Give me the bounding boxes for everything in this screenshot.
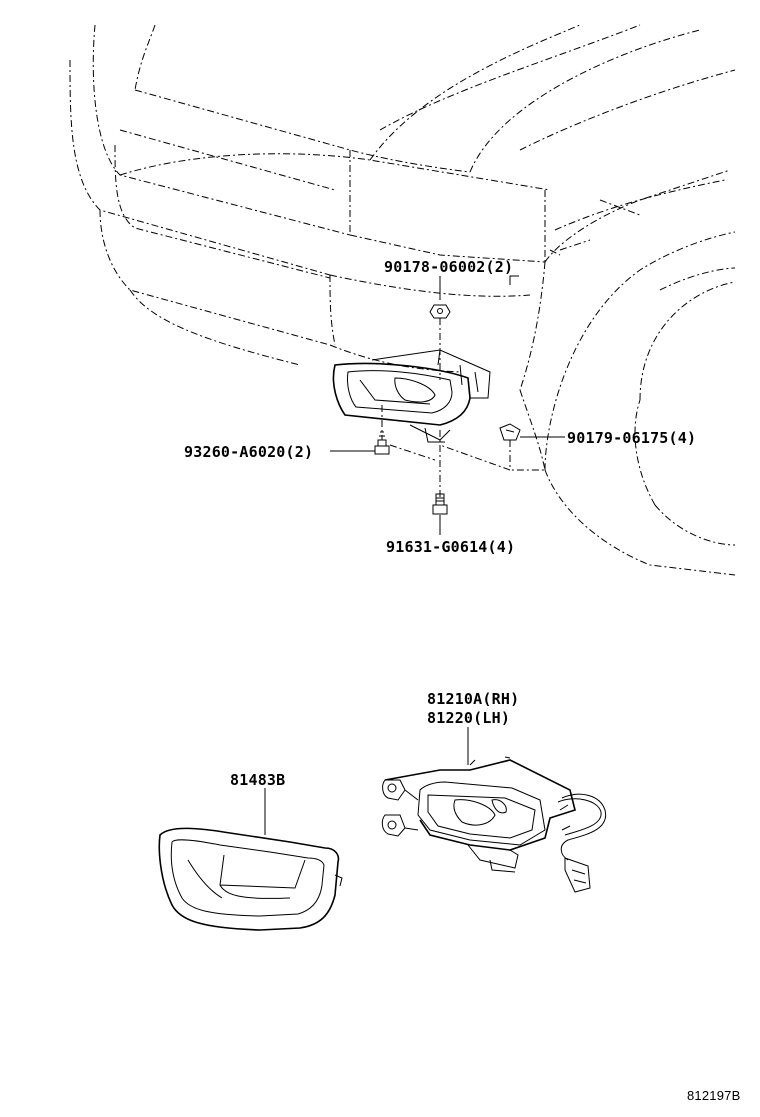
callout-clip-nut: 90178-06002(2) (384, 258, 514, 276)
callout-retainer-nut: 90179-06175(4) (567, 429, 697, 447)
clip-nut-icon (429, 304, 451, 319)
retainer-nut-icon (499, 423, 521, 441)
callout-fog-lamp-rh: 81210A(RH) (427, 690, 520, 708)
leader-lines (264, 275, 565, 835)
callout-fog-lamp-lh: 81220(LH) (427, 709, 511, 727)
bolt-icon (432, 493, 448, 515)
lamp-cover (158, 827, 343, 931)
assembly-guide-lines (381, 318, 511, 500)
callout-screw: 93260-A6020(2) (184, 443, 314, 461)
callout-bolt: 91631-G0614(4) (386, 538, 516, 556)
figure-code: 812197B (687, 1088, 741, 1103)
callout-lamp-cover: 81483B (230, 771, 286, 789)
vehicle-body-outline (69, 24, 736, 576)
installed-fog-lamp (332, 349, 491, 443)
fog-lamp-assembly (381, 756, 607, 893)
